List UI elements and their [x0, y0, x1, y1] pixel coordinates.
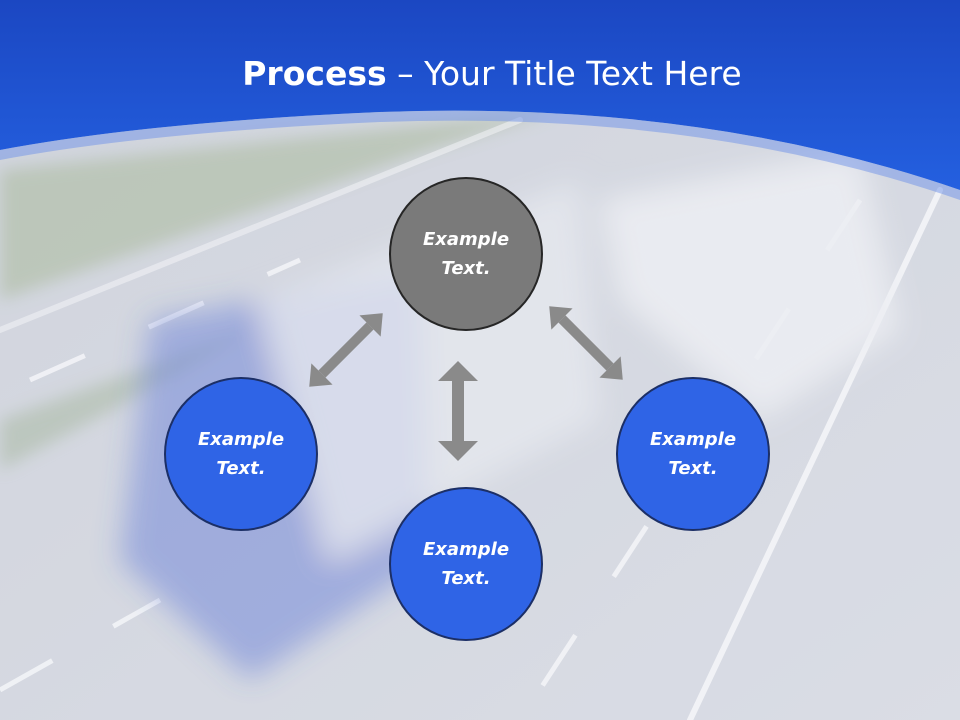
bottom-circle-text: Example Text.: [422, 539, 510, 589]
double-arrow-left-icon: [309, 313, 383, 387]
right-process-circle: Example Text.: [616, 377, 770, 531]
center-process-circle: Example Text.: [389, 177, 543, 331]
title-rest-part: – Your Title Text Here: [386, 54, 742, 93]
title-bold-part: Process: [242, 54, 387, 93]
left-process-circle: Example Text.: [164, 377, 318, 531]
center-circle-text: Example Text.: [422, 229, 510, 279]
bottom-process-circle: Example Text.: [389, 487, 543, 641]
double-arrow-vertical-icon: [438, 361, 478, 461]
right-circle-text: Example Text.: [649, 429, 737, 479]
double-arrow-right-icon: [549, 306, 623, 380]
slide-title: Process – Your Title Text Here: [0, 52, 960, 96]
left-circle-text: Example Text.: [197, 429, 285, 479]
